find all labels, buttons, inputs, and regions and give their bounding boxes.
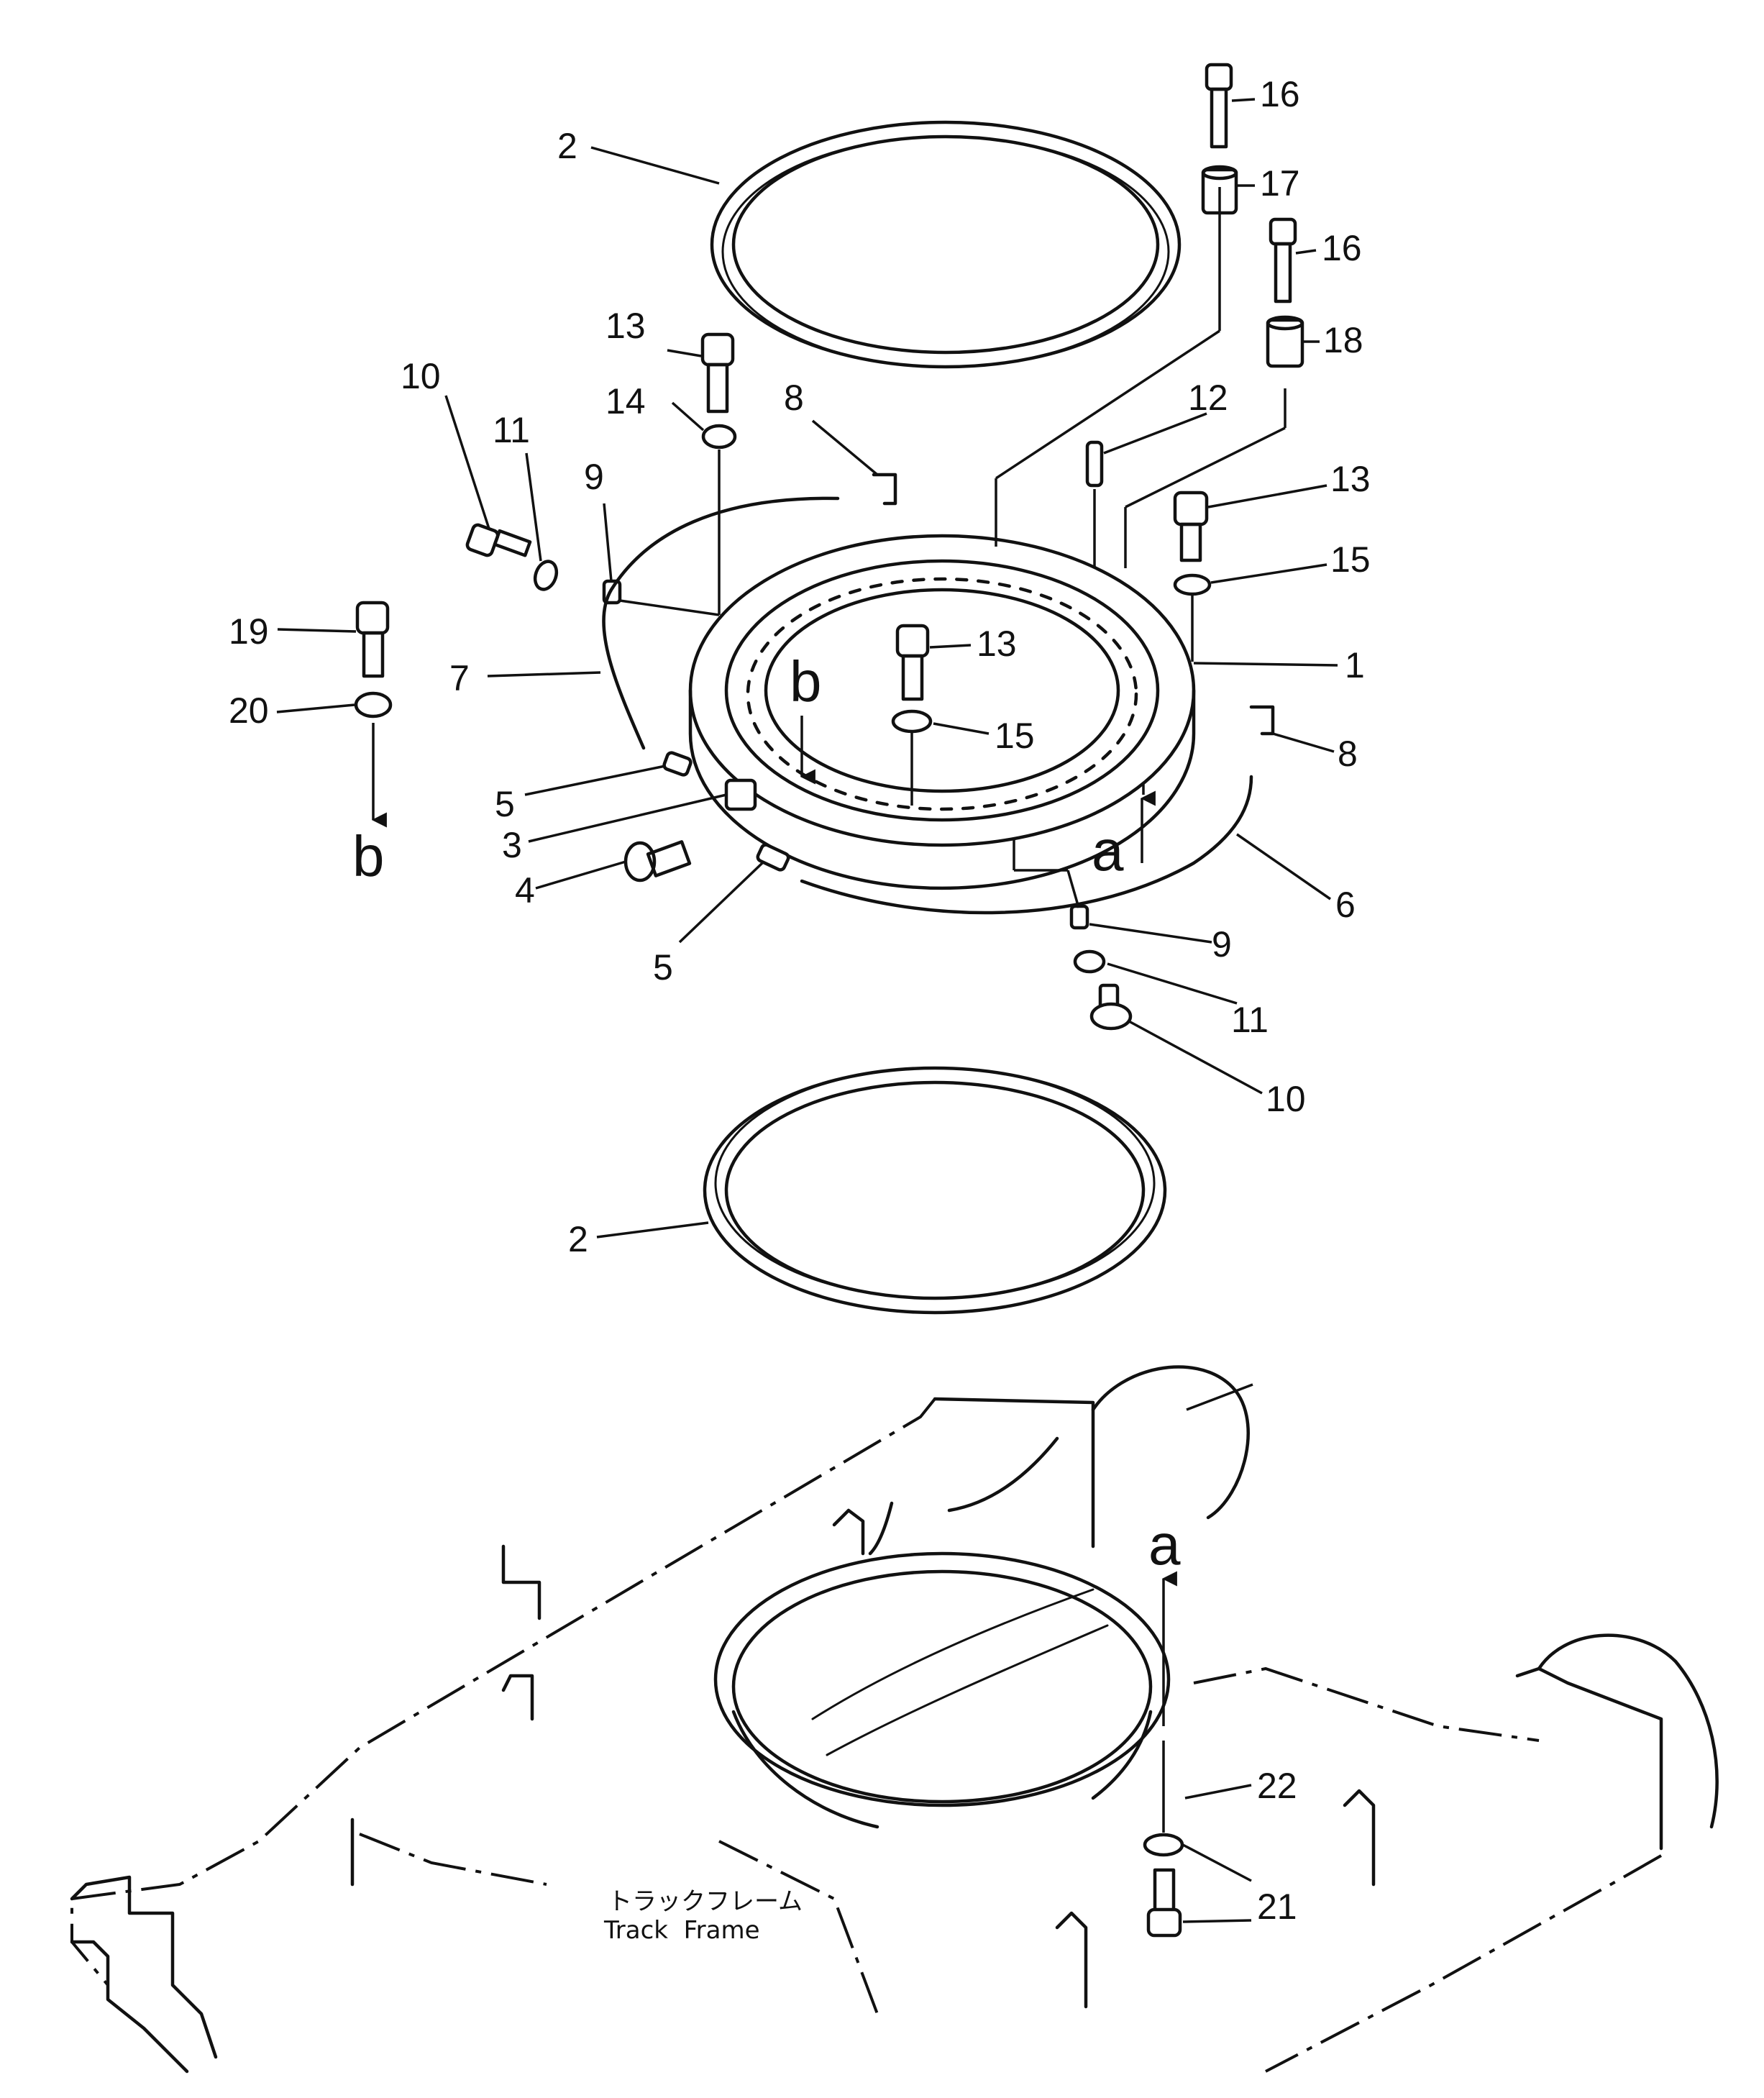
hoses (602, 496, 1253, 915)
callout-1: 1 (1345, 645, 1365, 685)
arrow-letter-b-center: b (790, 649, 822, 713)
callout-labels: 2 13 14 10 11 9 8 16 17 16 18 12 13 15 1… (229, 74, 1371, 1927)
elbow-8-right (1249, 705, 1275, 736)
spacer-18 (1266, 315, 1304, 368)
track-frame (70, 1365, 1719, 2074)
clamp-9-right (1069, 904, 1089, 930)
callout-4: 4 (515, 870, 535, 911)
callout-16-mid: 16 (1322, 228, 1362, 268)
callout-8-right: 8 (1338, 734, 1358, 774)
callout-21: 21 (1257, 1887, 1297, 1927)
callout-10-left: 10 (401, 356, 441, 396)
arrow-letter-b-left: b (352, 824, 385, 888)
bolt-10-left (465, 523, 532, 557)
pin-12 (1085, 440, 1104, 488)
callout-5-left: 5 (495, 784, 515, 824)
track-frame-label: トラックフレーム Track Frame (603, 1887, 803, 1945)
callout-18: 18 (1323, 320, 1363, 360)
track-frame-label-english: Track Frame (603, 1916, 760, 1945)
callout-3: 3 (502, 825, 522, 865)
bolt-13-center (895, 624, 930, 701)
callout-22: 22 (1257, 1766, 1297, 1806)
callout-16-top: 16 (1260, 74, 1300, 114)
callout-15-right: 15 (1330, 539, 1371, 580)
callout-6: 6 (1335, 885, 1356, 925)
callout-9-right: 9 (1212, 924, 1232, 964)
callout-17: 17 (1260, 163, 1300, 204)
direction-arrows (371, 716, 1177, 1726)
bolt-21 (1146, 1868, 1182, 1938)
arrow-letter-a-ring: a (1092, 818, 1124, 882)
callout-2-top: 2 (557, 126, 577, 166)
elbow-8-top (872, 473, 897, 506)
callout-5-bottom: 5 (653, 947, 673, 988)
washer-15-right (1173, 573, 1212, 596)
track-frame-label-japanese: トラックフレーム (608, 1887, 803, 1916)
hardware (354, 63, 1304, 1938)
callout-15-center: 15 (995, 716, 1035, 756)
callout-14: 14 (605, 381, 646, 421)
washer-11-left (533, 560, 559, 591)
hose-6 (800, 775, 1253, 915)
arrow-letter-a-frame: a (1148, 1513, 1181, 1577)
washer-14 (701, 424, 737, 450)
hose-7 (602, 496, 840, 750)
callout-8-top: 8 (784, 378, 804, 418)
callout-11-left: 11 (493, 410, 530, 450)
bolt-16-top (1205, 63, 1233, 149)
callout-13-center: 13 (977, 624, 1017, 664)
connector-5-left (662, 751, 693, 777)
seal-ring-bottom (703, 1066, 1167, 1315)
bolt-13-left (700, 332, 735, 414)
block-3 (724, 778, 757, 811)
callout-2-bottom: 2 (568, 1219, 588, 1259)
seal-ring-top (710, 120, 1182, 369)
callout-12: 12 (1188, 378, 1228, 418)
callout-19: 19 (229, 611, 269, 652)
bolt-16-mid (1269, 217, 1297, 304)
leader-lines (276, 98, 1338, 1923)
bolt-13-right (1173, 491, 1209, 562)
arrow-letters: b b a a (352, 649, 1181, 1577)
callout-13-left: 13 (605, 306, 646, 346)
callout-7: 7 (449, 658, 470, 698)
callout-9-left: 9 (584, 457, 604, 497)
bolt-19 (355, 601, 390, 678)
bolt-10-right (1089, 983, 1133, 1031)
washer-15-center (891, 709, 933, 734)
swing-circle (688, 534, 1196, 890)
washer-22 (1143, 1833, 1184, 1857)
connector-5-bottom (756, 843, 790, 872)
callout-13-right: 13 (1330, 459, 1371, 499)
callout-11-right: 11 (1231, 1000, 1269, 1040)
washer-11-right (1073, 949, 1106, 974)
fitting-4 (623, 840, 692, 882)
callout-20: 20 (229, 690, 269, 731)
callout-10-right: 10 (1266, 1079, 1306, 1119)
washer-20 (354, 691, 393, 719)
